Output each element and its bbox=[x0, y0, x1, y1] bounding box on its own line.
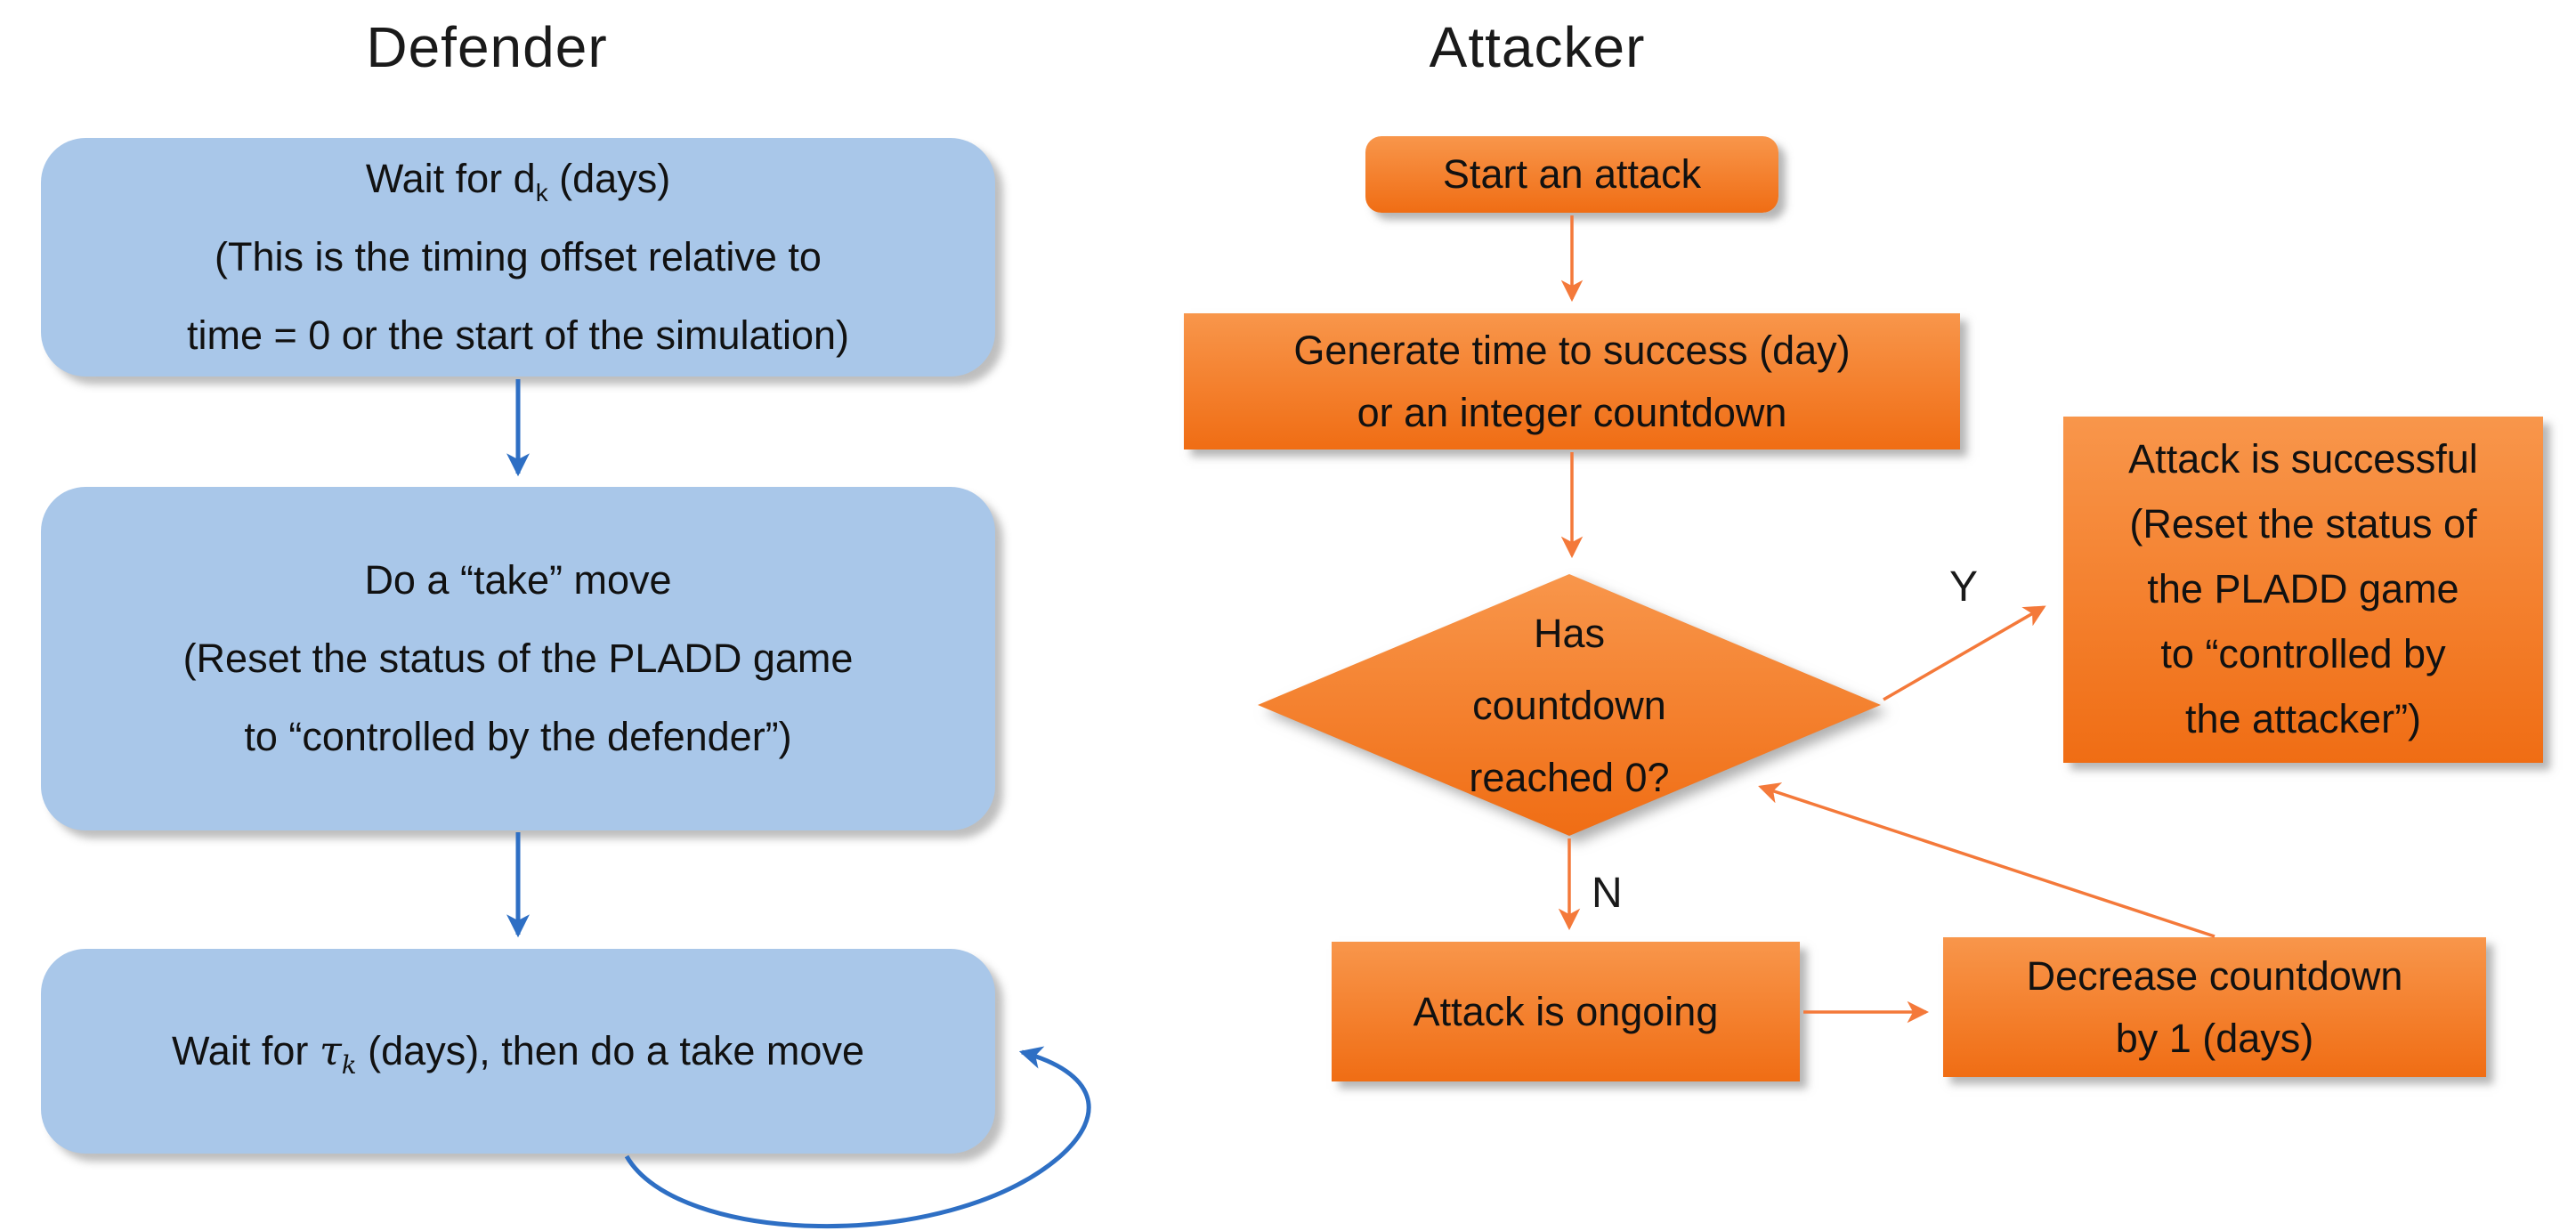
success-line4: to “controlled by bbox=[2160, 630, 2446, 676]
take-move-line1: Do a “take” move bbox=[364, 557, 672, 603]
decrease-line2: by 1 (days) bbox=[2115, 1015, 2314, 1061]
wait-offset-line2: (This is the timing offset relative to bbox=[215, 234, 822, 280]
attacker-start-box: Start an attack bbox=[1365, 136, 1778, 213]
generate-line1: Generate time to success (day) bbox=[1293, 327, 1851, 373]
wait-tau-line: Wait for τk (days), then do a take move bbox=[172, 1027, 864, 1081]
decision-line3: reached 0? bbox=[1469, 754, 1670, 800]
attacker-decision-diamond: Has countdown reached 0? bbox=[1258, 574, 1881, 836]
success-line2: (Reset the status of bbox=[2129, 501, 2477, 547]
success-line5: the attacker”) bbox=[2184, 695, 2422, 741]
attacker-decrease-box: Decrease countdown by 1 (days) bbox=[1943, 937, 2486, 1077]
decision-line1: Has bbox=[1533, 610, 1606, 656]
defender-take-move-box: Do a “take” move (Reset the status of th… bbox=[41, 487, 995, 830]
defender-wait-tau-box: Wait for τk (days), then do a take move bbox=[41, 949, 995, 1154]
decision-diamond-shape: Has countdown reached 0? bbox=[1258, 574, 1881, 836]
attacker-ongoing-box: Attack is ongoing bbox=[1332, 942, 1800, 1081]
success-line3: the PLADD game bbox=[2147, 566, 2459, 612]
wait-offset-line1: Wait for dk (days) bbox=[365, 156, 671, 207]
yes-branch-label: Y bbox=[1949, 563, 1979, 611]
arrow-decision-yes-to-success bbox=[1883, 605, 2046, 701]
generate-line2: or an integer countdown bbox=[1357, 389, 1787, 435]
decrease-line1: Decrease countdown bbox=[2026, 952, 2403, 999]
attacker-success-box: Attack is successful (Reset the status o… bbox=[2063, 417, 2543, 763]
defender-wait-offset-box: Wait for dk (days) (This is the timing o… bbox=[41, 138, 995, 377]
take-move-line2: (Reset the status of the PLADD game bbox=[182, 636, 854, 682]
attacker-generate-box: Generate time to success (day) or an int… bbox=[1184, 313, 1960, 449]
defender-column-title: Defender bbox=[366, 15, 608, 79]
take-move-line3: to “controlled by the defender”) bbox=[244, 713, 792, 759]
success-line1: Attack is successful bbox=[2128, 436, 2478, 482]
attacker-column-title: Attacker bbox=[1429, 15, 1646, 79]
decision-line2: countdown bbox=[1472, 682, 1666, 728]
tau-symbol: τ bbox=[319, 1027, 342, 1075]
no-branch-label: N bbox=[1592, 870, 1623, 917]
wait-offset-line3: time = 0 or the start of the simulation) bbox=[186, 312, 850, 358]
